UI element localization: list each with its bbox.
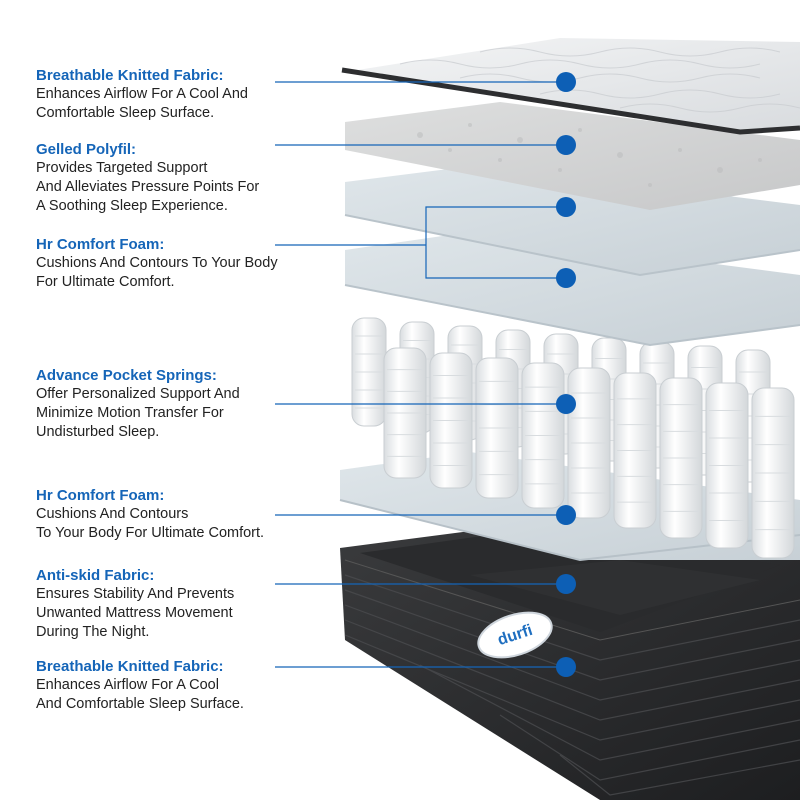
marker-knitted-base — [556, 657, 576, 677]
marker-foam-lower — [556, 505, 576, 525]
label-hr-foam-upper: Hr Comfort Foam: Cushions And Contours T… — [36, 235, 336, 292]
label-title: Breathable Knitted Fabric: — [36, 658, 224, 675]
label-title: Anti-skid Fabric: — [36, 567, 155, 584]
marker-anti-skid — [556, 574, 576, 594]
label-title: Hr Comfort Foam: — [36, 236, 165, 253]
marker-foam-1 — [556, 197, 576, 217]
pocket-spring — [613, 372, 657, 529]
label-title: Breathable Knitted Fabric: — [36, 67, 224, 84]
pocket-spring — [383, 347, 427, 479]
label-desc: Offer Personalized Support And Minimize … — [36, 386, 240, 440]
pocket-spring — [429, 352, 473, 489]
pocket-spring — [659, 377, 703, 539]
label-title: Gelled Polyfil: — [36, 141, 137, 158]
label-desc: Enhances Airflow For A Cool And Comforta… — [36, 677, 244, 712]
marker-polyfil — [556, 135, 576, 155]
durfi-logo: durfi — [477, 611, 553, 659]
label-knitted-top: Breathable Knitted Fabric: Enhances Airf… — [36, 66, 336, 123]
label-title: Hr Comfort Foam: — [36, 487, 165, 504]
label-anti-skid: Anti-skid Fabric: Ensures Stability And … — [36, 566, 336, 642]
label-pocket-springs: Advance Pocket Springs: Offer Personaliz… — [36, 366, 336, 442]
gelled-polyfil-layer — [345, 102, 800, 210]
label-knitted-base: Breathable Knitted Fabric: Enhances Airf… — [36, 657, 336, 714]
marker-knitted-top — [556, 72, 576, 92]
label-polyfil: Gelled Polyfil: Provides Targeted Suppor… — [36, 140, 336, 216]
marker-foam-2 — [556, 268, 576, 288]
pocket-spring — [351, 317, 387, 427]
label-desc: Provides Targeted Support And Alleviates… — [36, 160, 260, 214]
label-desc: Cushions And Contours To Your Body For U… — [36, 255, 278, 290]
label-hr-foam-lower: Hr Comfort Foam: Cushions And Contours T… — [36, 486, 336, 543]
marker-springs — [556, 394, 576, 414]
label-desc: Cushions And Contours To Your Body For U… — [36, 506, 265, 541]
pocket-springs-layer — [351, 317, 795, 559]
pocket-spring — [567, 367, 611, 519]
label-title: Advance Pocket Springs: — [36, 367, 217, 384]
pocket-spring — [751, 387, 795, 559]
leader-lines — [275, 81, 566, 668]
layer-markers — [556, 72, 576, 677]
label-desc: Ensures Stability And Prevents Unwanted … — [36, 586, 235, 640]
pocket-spring — [475, 357, 519, 499]
pocket-spring — [705, 382, 749, 549]
label-desc: Enhances Airflow For A Cool And Comforta… — [36, 86, 248, 121]
pocket-spring — [521, 362, 565, 509]
